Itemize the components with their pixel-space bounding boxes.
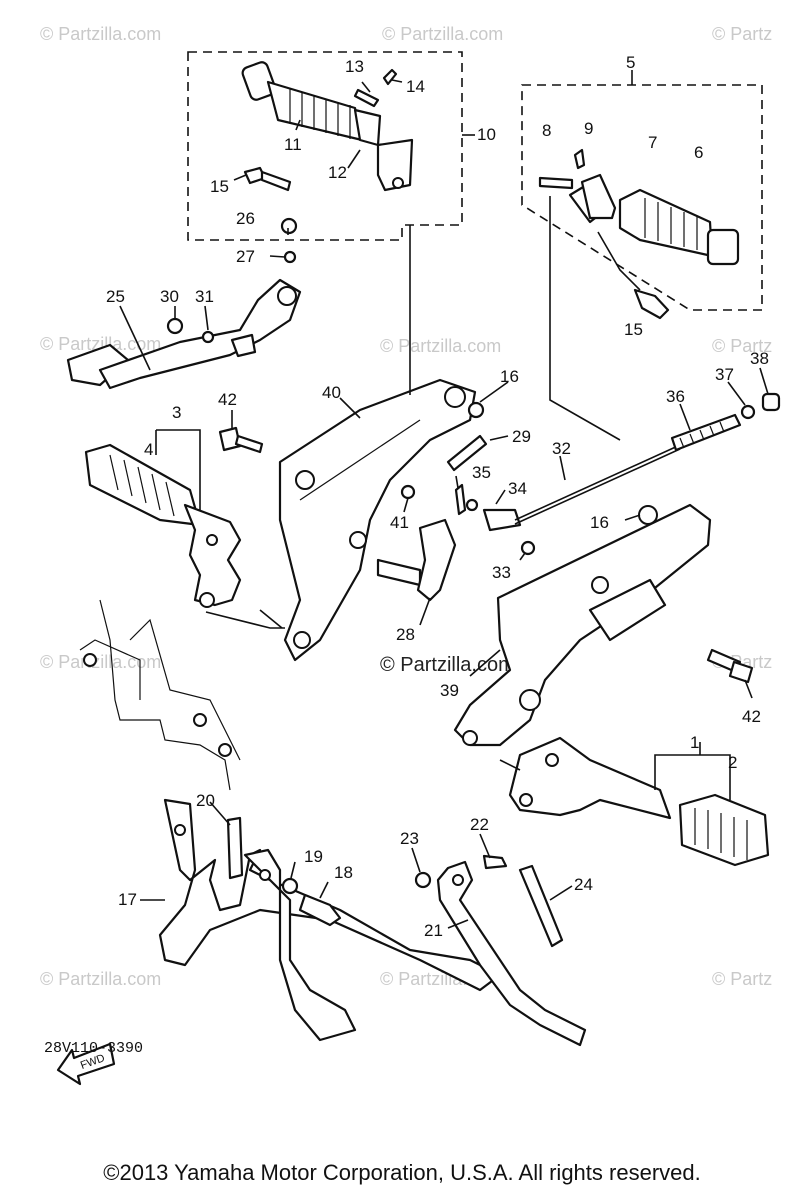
- frame-outline: [79, 599, 241, 791]
- callout-9: 9: [584, 119, 593, 138]
- diagram-code: 28V110-3390: [44, 1040, 144, 1057]
- callout-13: 13: [345, 57, 364, 76]
- brake-pedal: [66, 278, 302, 390]
- watermark: © Partzilla.com: [40, 24, 161, 44]
- center-watermark: © Partzilla.com: [380, 654, 515, 676]
- callout-numbers: 1 2 3 4 5 6 7 8 9 10 11 12 13 14 15 15 1…: [106, 53, 769, 940]
- callout-15: 15: [210, 177, 229, 196]
- callout-35: 35: [472, 463, 491, 482]
- callout-30: 30: [160, 287, 179, 306]
- callout-12: 12: [328, 163, 347, 182]
- callout-40: 40: [322, 383, 341, 402]
- bolt-15-top: [243, 166, 292, 192]
- watermark: © Partzilla.com: [382, 24, 503, 44]
- watermark: © Partzilla.com: [40, 969, 161, 989]
- washer-19: [281, 877, 299, 895]
- center-stand: [158, 798, 502, 1042]
- rear-footrest-right: [538, 148, 740, 320]
- callout-3: 3: [172, 403, 181, 422]
- footrest-bracket-left: [278, 378, 477, 662]
- washer-26: [280, 217, 298, 235]
- callout-34: 34: [508, 479, 527, 498]
- bolt-42-left: [218, 426, 264, 454]
- callout-39: 39: [440, 681, 459, 700]
- washer-34: [465, 498, 479, 512]
- nut-27: [283, 250, 297, 264]
- watermark: © Partzilla.com: [40, 652, 161, 672]
- callout-10: 10: [477, 125, 496, 144]
- callout-36: 36: [666, 387, 685, 406]
- assembly-box-5: [521, 84, 763, 311]
- front-footrest-left: [84, 443, 242, 608]
- callout-24: 24: [574, 875, 593, 894]
- callout-7: 7: [648, 133, 657, 152]
- callout-5: 5: [626, 53, 635, 72]
- callout-20: 20: [196, 791, 215, 810]
- bolt-41: [400, 484, 416, 500]
- clevis-34: [482, 508, 522, 532]
- callout-1: 1: [690, 733, 699, 752]
- callout-4: 4: [144, 440, 153, 459]
- callout-28: 28: [396, 625, 415, 644]
- shaft-28: [376, 518, 457, 602]
- nut-16-left: [467, 401, 485, 419]
- watermark: © Partz: [712, 969, 772, 989]
- watermark: © Partzilla.com: [40, 334, 161, 354]
- callout-18: 18: [334, 863, 353, 882]
- front-footrest-right: [508, 736, 770, 867]
- callout-16: 16: [500, 367, 519, 386]
- bolt-18: [298, 893, 342, 927]
- brake-rod: [514, 392, 781, 525]
- callout-42: 42: [218, 390, 237, 409]
- callout-26: 26: [236, 209, 255, 228]
- spring-29: [446, 434, 488, 472]
- rear-footrest-left: [241, 61, 414, 192]
- callout-41: 41: [390, 513, 409, 532]
- callout-8: 8: [542, 121, 551, 140]
- callout-11: 11: [284, 135, 302, 154]
- callout-29: 29: [512, 427, 531, 446]
- leader-lines: [119, 79, 769, 929]
- footrest-bracket-right: [453, 503, 712, 747]
- callout-6: 6: [694, 143, 703, 162]
- callout-38: 38: [750, 349, 769, 368]
- callout-25: 25: [106, 287, 125, 306]
- watermark: © Partz: [712, 24, 772, 44]
- watermark: © Partzilla.com: [380, 336, 501, 356]
- callout-14: 14: [406, 77, 425, 96]
- callout-16: 16: [590, 513, 609, 532]
- side-stand: [436, 860, 587, 1047]
- bolt-30-31: [166, 317, 215, 344]
- pin-35: [454, 483, 467, 516]
- callout-19: 19: [304, 847, 323, 866]
- spring-24: [518, 864, 564, 948]
- callout-22: 22: [470, 815, 489, 834]
- callout-32: 32: [552, 439, 571, 458]
- callout-27: 27: [236, 247, 255, 266]
- callout-2: 2: [728, 753, 737, 772]
- bolt-22: [482, 854, 508, 870]
- nut-23: [414, 871, 432, 889]
- copyright-notice: ©2013 Yamaha Motor Corporation, U.S.A. A…: [103, 1160, 701, 1185]
- callout-23: 23: [400, 829, 419, 848]
- fwd-arrow-icon: FWD: [56, 1042, 116, 1086]
- spring-20: [226, 816, 244, 880]
- assembly-box-10: [187, 51, 463, 241]
- callout-17: 17: [118, 890, 137, 909]
- watermark: © Partz: [712, 336, 772, 356]
- bolt-42-right: [706, 648, 754, 684]
- callout-33: 33: [492, 563, 511, 582]
- callout-31: 31: [195, 287, 214, 306]
- callout-42: 42: [742, 707, 761, 726]
- callout-21: 21: [424, 921, 443, 940]
- pin-33: [520, 540, 536, 556]
- callout-15: 15: [624, 320, 643, 339]
- callout-37: 37: [715, 365, 734, 384]
